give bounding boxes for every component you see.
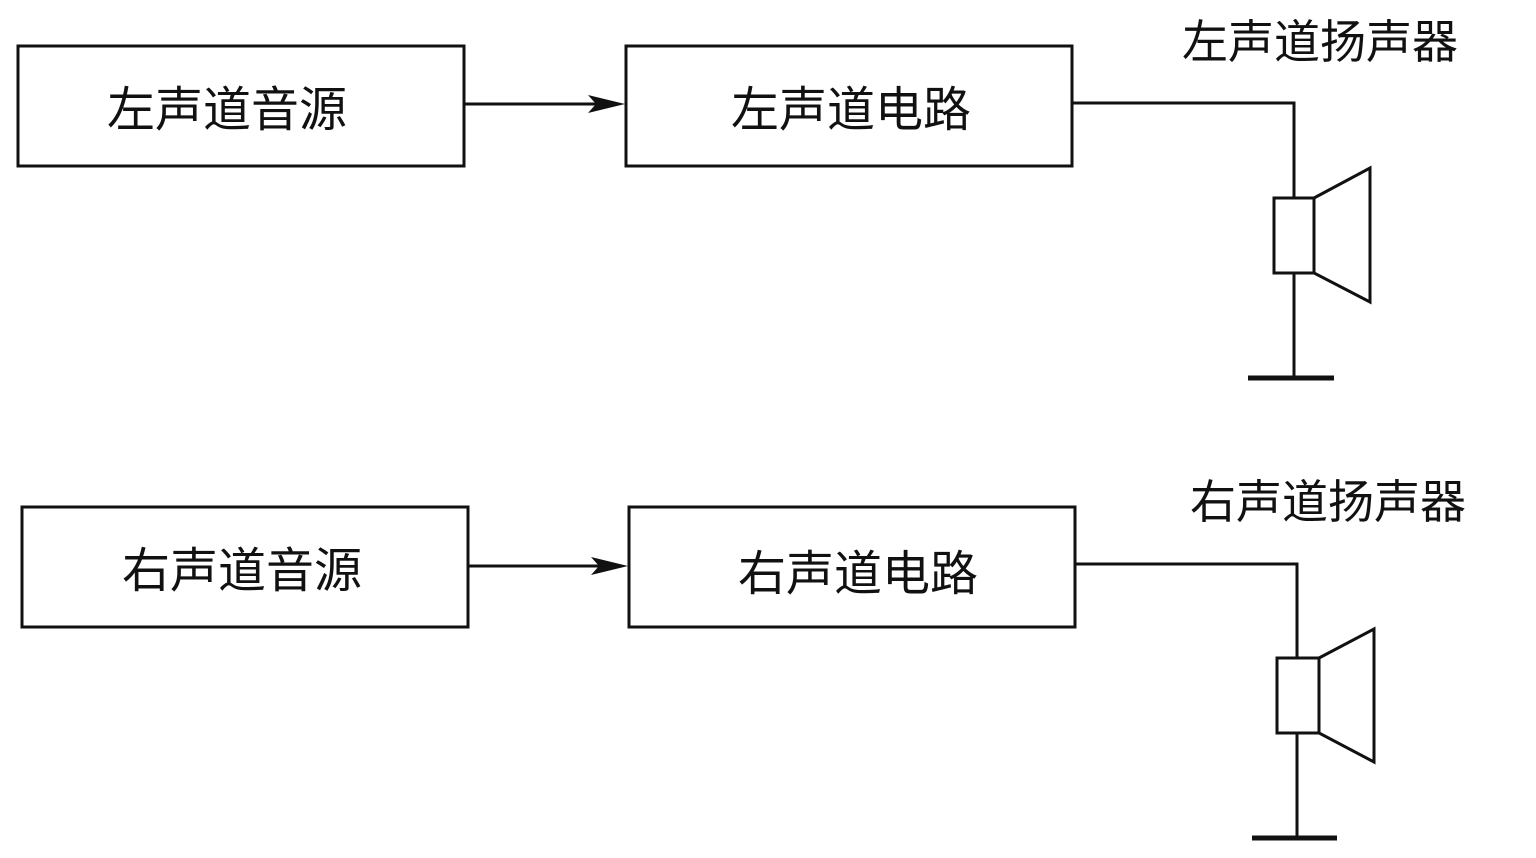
right-speaker-icon bbox=[1275, 626, 1376, 765]
left-signal-arrowhead bbox=[588, 95, 625, 113]
right-circuit-box bbox=[627, 505, 1077, 629]
right-speaker-magnet bbox=[1275, 656, 1321, 735]
left-circuit-label: 左声道电路 bbox=[731, 82, 971, 138]
left-speaker-icon bbox=[1272, 165, 1372, 305]
left-speaker-magnet bbox=[1272, 196, 1316, 275]
right-speaker-cone bbox=[1317, 626, 1376, 765]
right-source-box bbox=[20, 505, 470, 629]
right-output-wire bbox=[1075, 562, 1299, 658]
left-speaker-label: 左声道扬声器 bbox=[1182, 15, 1458, 69]
left-output-wire bbox=[1072, 101, 1296, 198]
left-source-label: 左声道音源 bbox=[107, 82, 347, 138]
left-source-box bbox=[16, 44, 466, 168]
right-channel: 右声道音源 右声道电路 右声道扬声器 bbox=[20, 475, 1466, 841]
left-channel: 左声道音源 左声道电路 左声道扬声器 bbox=[16, 15, 1458, 381]
left-circuit-box bbox=[624, 44, 1074, 168]
right-circuit-label: 右声道电路 bbox=[738, 546, 978, 602]
right-signal-arrowhead bbox=[591, 557, 628, 575]
right-source-label: 右声道音源 bbox=[122, 543, 362, 599]
right-speaker-label: 右声道扬声器 bbox=[1190, 475, 1466, 529]
left-speaker-cone bbox=[1312, 165, 1372, 305]
